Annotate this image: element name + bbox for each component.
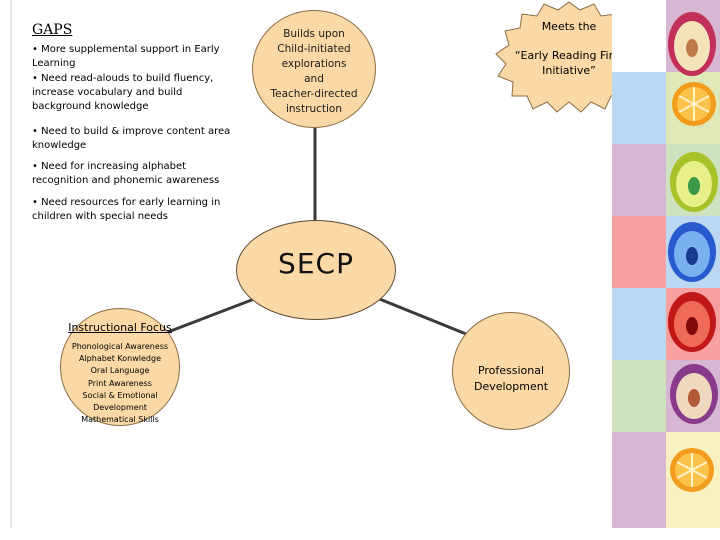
gaps-title: GAPS [32, 22, 73, 38]
fruit-icons [668, 12, 718, 492]
prof-line-1: Professional [477, 364, 545, 377]
focus-item-6: Development [93, 403, 147, 413]
focus-item-3: Oral Language [90, 366, 150, 376]
strip-cell [612, 288, 666, 360]
meets-line-1: “Early Reading First [514, 49, 624, 62]
apple-slice-icon [668, 292, 716, 352]
builds-line-6: instruction [285, 103, 343, 115]
instructional-focus-circle: Instructional Focus Phonological Awarene… [60, 308, 180, 426]
strip-cell [612, 360, 666, 432]
focus-item-5: Social & Emotional [82, 390, 158, 400]
gap-item-2: • Need read-alouds to build fluency, inc… [32, 73, 214, 112]
meets-line-2: Initiative” [542, 64, 596, 77]
gap-item-5: • Need resources for early learning in c… [32, 197, 221, 222]
focus-item-2: Alphabet Konwledge [78, 354, 161, 364]
strip-cell [612, 144, 666, 216]
professional-development-circle: Professional Development [452, 312, 570, 430]
focus-item-7: Mathematical Skills [81, 415, 159, 425]
builds-line-5: Teacher-directed [270, 88, 358, 100]
focus-item-4: Print Awareness [88, 378, 152, 388]
builds-line-1: Builds upon [283, 28, 345, 40]
secp-label: SECP [278, 247, 354, 280]
orange-slice-icon [670, 448, 714, 492]
apple-slice-icon [670, 152, 718, 212]
left-border-line [10, 0, 12, 528]
apple-slice-icon [668, 12, 716, 76]
apple-slice-icon [670, 364, 718, 424]
builds-upon-circle: Builds upon Child-initiated explorations… [252, 10, 376, 128]
gap-item-4: • Need for increasing alphabet recogniti… [32, 161, 220, 186]
strip-cell [612, 216, 666, 288]
apple-slice-icon [668, 222, 716, 282]
prof-line-2: Development [473, 380, 549, 393]
strip-cell [612, 432, 666, 528]
builds-line-2: Child-initiated [277, 43, 351, 55]
focus-item-1: Phonological Awareness [71, 342, 169, 351]
gap-item-1: • More supplemental support in Early Lea… [32, 44, 220, 69]
decorative-fruit-strip [612, 0, 720, 528]
builds-line-3: explorations [281, 58, 347, 70]
strip-cell [612, 72, 666, 144]
secp-center-circle: SECP [236, 220, 396, 320]
focus-title: Instructional Focus [68, 321, 172, 334]
gap-item-3: • Need to build & improve content area k… [32, 126, 231, 151]
connector-right [371, 294, 477, 340]
builds-line-4: and [304, 73, 324, 85]
orange-slice-icon [672, 82, 716, 126]
meets-title: Meets the [541, 20, 597, 33]
connector-left [167, 294, 263, 334]
